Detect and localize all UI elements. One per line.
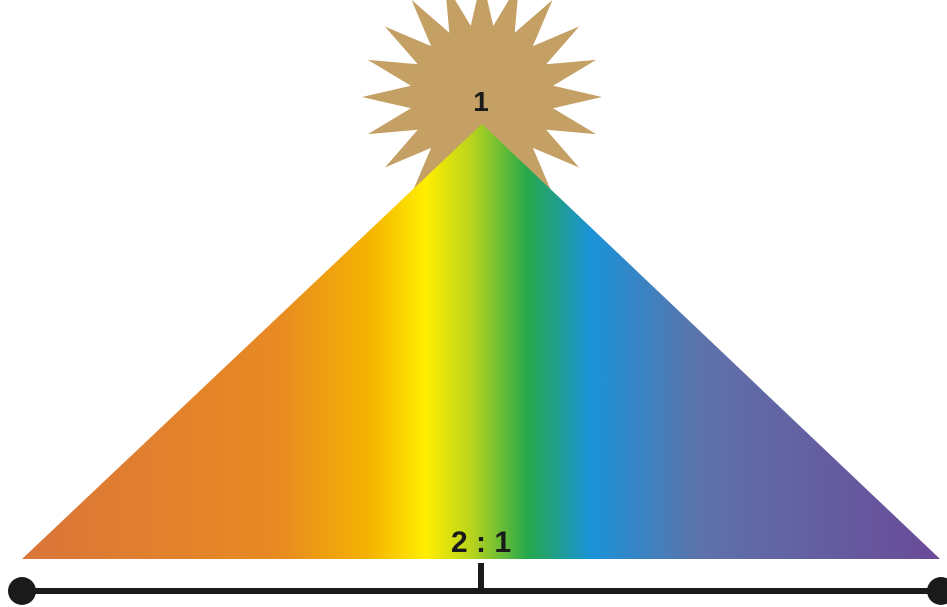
left-endpoint-dot — [8, 577, 36, 605]
ratio-label: 2 : 1 — [451, 526, 511, 559]
sun-label: 1 — [473, 86, 489, 117]
spectrum-triangle — [22, 124, 940, 559]
right-endpoint-dot — [927, 577, 947, 605]
sun-burst — [362, 0, 602, 217]
